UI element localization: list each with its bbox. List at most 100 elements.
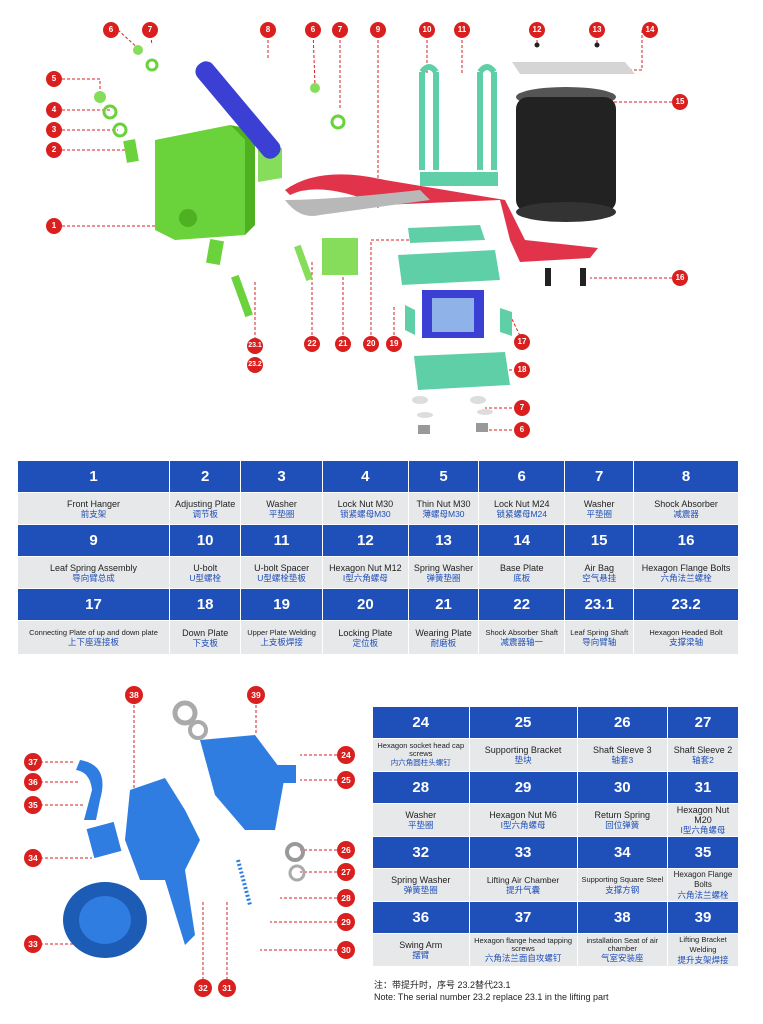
callout-part-38: 38 (125, 686, 143, 704)
parts-table-2: 24 25 26 27 Hexagon socket head cap scre… (372, 706, 739, 967)
part-name-en: Thin Nut M30 (416, 498, 471, 509)
part-number: 39 (667, 902, 738, 933)
callout-part-22: 22 (304, 336, 320, 352)
part-name-zh: 上支板焊接 (260, 636, 303, 647)
part-name-en: installation Seat of air chamber (586, 936, 659, 953)
callout-part-31: 31 (218, 979, 236, 997)
callout-part-19: 19 (386, 336, 402, 352)
part-number: 37 (469, 902, 577, 933)
callout-part-25: 25 (337, 771, 355, 789)
part-number: 6 (479, 461, 565, 492)
part-name-zh: I型六角螺母 (500, 820, 546, 830)
part-number: 13 (408, 525, 479, 556)
part-name-zh: 上下座连接板 (68, 636, 120, 647)
part-number: 23.2 (634, 589, 738, 620)
callout-part-10: 10 (419, 22, 435, 38)
part-number: 5 (408, 461, 479, 492)
part-number: 20 (322, 589, 408, 620)
callout-part-26: 26 (337, 841, 355, 859)
part-name-en: Shaft Sleeve 2 (673, 745, 733, 755)
part-name-zh: 气室安装座 (601, 953, 644, 963)
callout-part-23-1: 23.1 (247, 338, 263, 354)
callout-part-5: 5 (46, 71, 62, 87)
part-name-zh: 垫块 (514, 755, 532, 765)
callout-part-27: 27 (337, 863, 355, 881)
part-name-zh: 六角法兰螺栓 (660, 572, 712, 583)
callout-part-7: 7 (514, 400, 530, 416)
part-name-zh: 定位板 (352, 637, 379, 648)
front-hanger-part (155, 125, 245, 240)
callout-part-34: 34 (24, 849, 42, 867)
part-name-zh: 耐磨板 (430, 637, 457, 648)
part-number: 4 (322, 461, 408, 492)
part-name-en: Lifting Bracket Welding (679, 935, 727, 954)
callout-part-21: 21 (335, 336, 351, 352)
callout-part-13: 13 (589, 22, 605, 38)
part-name-en: Lock Nut M24 (493, 498, 550, 509)
part-name-en: Hexagon Flange Bolts (673, 870, 733, 889)
part-name-zh: I型六角螺母 (342, 572, 388, 583)
part-number: 38 (577, 902, 667, 933)
part-number: 15 (565, 525, 634, 556)
callout-part-23-2: 23.2 (247, 357, 263, 373)
callout-part-4: 4 (46, 102, 62, 118)
part-name-en: Hexagon Flange Bolts (641, 562, 731, 573)
part-name-zh: 提升支架焊接 (677, 955, 729, 965)
part-number: 21 (408, 589, 479, 620)
part-name-en: Hexagon socket head cap screws (377, 741, 465, 758)
note-zh: 注：带提升时，序号 23.2替代23.1 (374, 980, 511, 990)
callout-part-6: 6 (103, 22, 119, 38)
part-name-en: Hexagon Headed Bolt (649, 627, 723, 637)
callout-part-37: 37 (24, 753, 42, 771)
part-number: 36 (373, 902, 469, 933)
callout-part-8: 8 (260, 22, 276, 38)
part-name-en: Front Hanger (66, 498, 121, 509)
part-name-zh: 前支架 (80, 508, 107, 519)
part-number: 25 (469, 707, 577, 738)
callout-part-35: 35 (24, 796, 42, 814)
part-number: 28 (373, 772, 469, 803)
part-number: 17 (18, 589, 170, 620)
part-name-zh: 弹簧垫圈 (426, 572, 461, 583)
callout-part-33: 33 (24, 935, 42, 953)
callout-part-6: 6 (305, 22, 321, 38)
part-name-zh: 六角法兰螺栓 (677, 890, 729, 900)
part-name-zh: 导向臂轴 (582, 636, 617, 647)
part-name-en: Washer (583, 498, 615, 509)
part-number: 31 (667, 772, 738, 803)
part-name-zh: 空气悬挂 (582, 572, 617, 583)
callout-part-7: 7 (332, 22, 348, 38)
part-name-zh: U型螺栓 (189, 572, 222, 583)
callout-part-30: 30 (337, 941, 355, 959)
callout-part-18: 18 (514, 362, 530, 378)
part-number: 32 (373, 837, 469, 868)
callout-part-11: 11 (454, 22, 470, 38)
part-name-zh: 轴套2 (692, 755, 714, 765)
part-name-en: Spring Washer (413, 562, 474, 573)
part-number: 22 (479, 589, 565, 620)
callout-part-1: 1 (46, 218, 62, 234)
callout-part-3: 3 (46, 122, 62, 138)
part-name-zh: 支撑方钢 (605, 885, 640, 895)
part-name-en: Supporting Square Steel (581, 875, 664, 884)
callout-part-29: 29 (337, 913, 355, 931)
part-number: 7 (565, 461, 634, 492)
part-number: 24 (373, 707, 469, 738)
